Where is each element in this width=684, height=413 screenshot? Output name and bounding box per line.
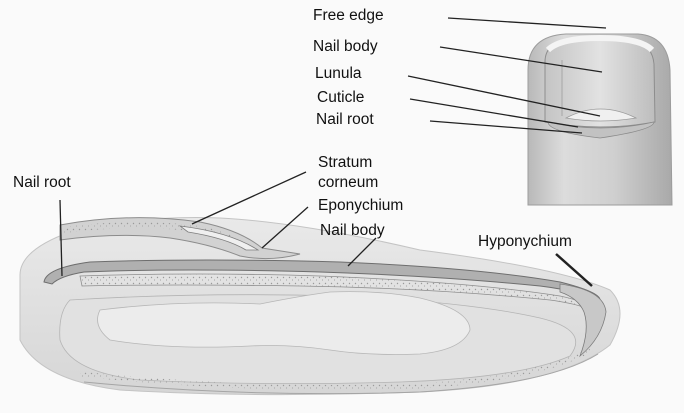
- label-nail-root-left: Nail root: [13, 174, 71, 192]
- fingertip-drawing: [528, 34, 672, 205]
- label-stratum-corneum-line1: Stratum: [318, 154, 372, 172]
- label-free-edge: Free edge: [313, 7, 384, 25]
- label-eponychium: Eponychium: [318, 197, 403, 215]
- leader-free-edge: [448, 18, 606, 28]
- label-nail-body-top: Nail body: [313, 38, 378, 56]
- label-nail-root-top: Nail root: [316, 111, 374, 129]
- leader-stratum: [192, 172, 306, 224]
- label-hyponychium: Hyponychium: [478, 233, 572, 251]
- label-cuticle: Cuticle: [317, 89, 364, 107]
- label-nail-body-bottom: Nail body: [320, 222, 385, 240]
- label-stratum-corneum-line2: corneum: [318, 174, 378, 192]
- label-lunula: Lunula: [315, 65, 362, 83]
